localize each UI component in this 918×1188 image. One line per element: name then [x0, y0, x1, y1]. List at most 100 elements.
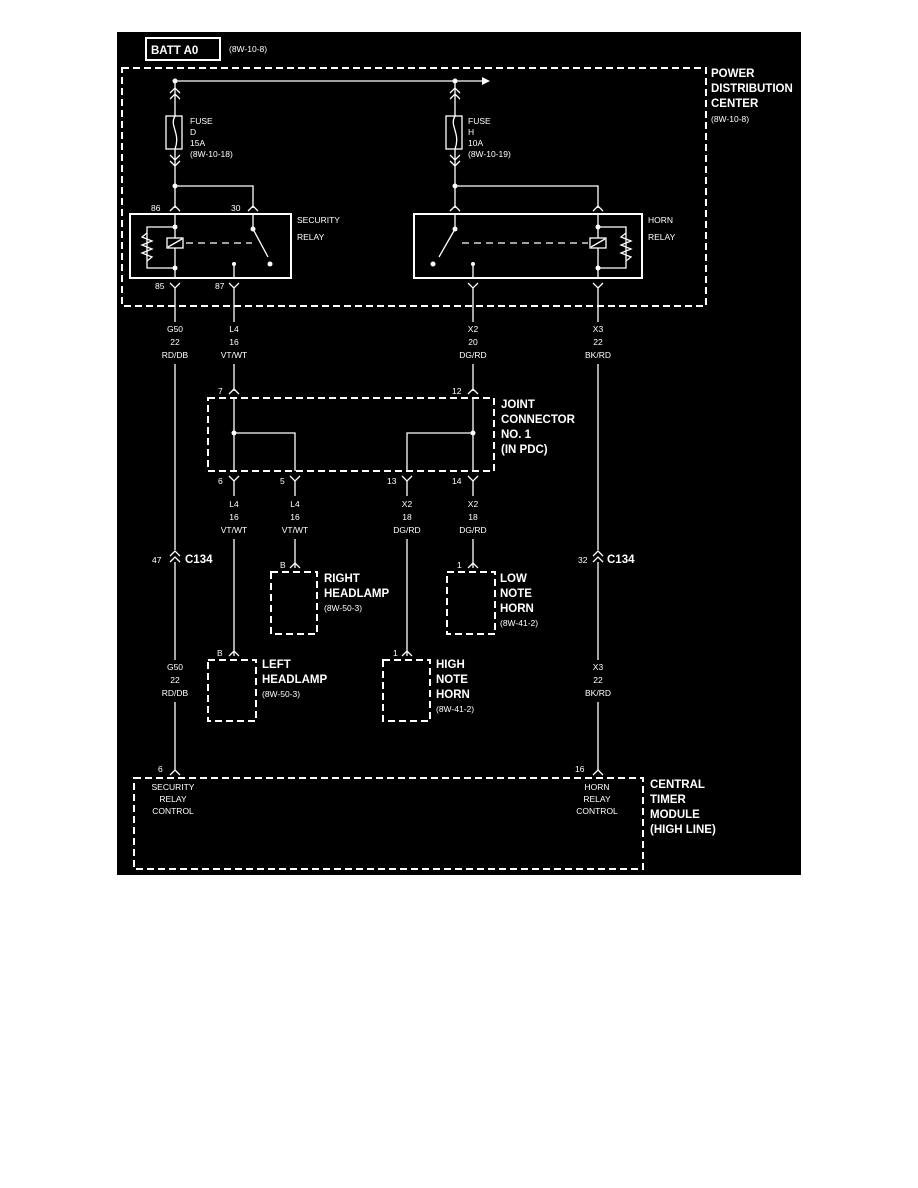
- l4-gauge: 16: [229, 337, 239, 347]
- ctm-l2: TIMER: [650, 794, 686, 806]
- left-headlamp-box: [207, 659, 257, 722]
- batt-ref: (8W-10-8): [229, 44, 267, 54]
- horn-30-term: [449, 205, 461, 212]
- left-headlamp-pin: B: [217, 648, 223, 658]
- right-headlamp-pin: B: [280, 560, 286, 570]
- horn-contact: [430, 261, 436, 267]
- sec-30-term: [247, 205, 259, 212]
- horn-coil-feed: [455, 185, 599, 208]
- x2-circuit: X2: [468, 324, 479, 334]
- sec-pin86: 86: [151, 203, 161, 213]
- joint-connector-outline: [207, 397, 495, 472]
- ctm-sec-l2: RELAY: [159, 794, 187, 804]
- x3-circuit: X3: [593, 324, 604, 334]
- pdc-title-3: CENTER: [711, 98, 759, 110]
- horn-coil-diag: [590, 238, 606, 248]
- g50-low-color: RD/DB: [162, 688, 189, 698]
- left-headlamp-term: [228, 650, 240, 657]
- x2b-color: DG/RD: [459, 525, 486, 535]
- joint-pin7-term: [228, 388, 240, 395]
- joint-pin12: 12: [452, 386, 462, 396]
- pdc-title-2: DISTRIBUTION: [711, 83, 793, 95]
- sec-30-feed: [175, 185, 254, 208]
- l4b-color: VT/WT: [282, 525, 308, 535]
- bus-arrow: [482, 77, 490, 85]
- fuse-h-connector-top: [449, 87, 461, 100]
- fuse-d-element: [172, 115, 178, 150]
- sec-pin30: 30: [231, 203, 241, 213]
- sec-coil-diag: [167, 238, 183, 248]
- fuse-h-element: [452, 115, 458, 150]
- joint-pin7: 7: [218, 386, 223, 396]
- l4b-circuit: L4: [290, 499, 300, 509]
- x2-gauge: 20: [468, 337, 478, 347]
- ctm-horn-l1: HORN: [584, 782, 609, 792]
- high-horn-ref: (8W-41-2): [436, 704, 474, 714]
- x2b-circuit: X2: [468, 499, 479, 509]
- g50-gauge: 22: [170, 337, 180, 347]
- ctm-pin6: 6: [158, 764, 163, 774]
- sec-86-term: [169, 205, 181, 212]
- x3-gauge: 22: [593, 337, 603, 347]
- sec-pin87: 87: [215, 281, 225, 291]
- l4-color: VT/WT: [221, 350, 247, 360]
- c134-right-connector: [592, 550, 604, 563]
- sec-resistor: [140, 232, 154, 262]
- fuse-h-l3: 10A: [468, 138, 483, 148]
- fuse-h-l2: H: [468, 127, 474, 137]
- fuse-h-l1: FUSE: [468, 116, 491, 126]
- high-horn-term: [401, 650, 413, 657]
- horn-relay-box: [413, 213, 643, 279]
- joint-pin5: 5: [280, 476, 285, 486]
- x3-low-circuit: X3: [593, 662, 604, 672]
- fuse-h-l4: (8W-10-19): [468, 149, 511, 159]
- horn-relay-l2: RELAY: [648, 232, 676, 242]
- ctm-l4: (HIGH LINE): [650, 824, 716, 836]
- g50-low-circuit: G50: [167, 662, 183, 672]
- right-headlamp-l2: HEADLAMP: [324, 588, 389, 600]
- x3-low-color: BK/RD: [585, 688, 611, 698]
- pdc-ref: (8W-10-8): [711, 114, 749, 124]
- joint-l4: (IN PDC): [501, 444, 548, 456]
- c134-right-pin: 32: [578, 555, 588, 565]
- right-headlamp-box: [270, 571, 318, 635]
- l4a-circuit: L4: [229, 499, 239, 509]
- left-headlamp-ref: (8W-50-3): [262, 689, 300, 699]
- low-horn-term: [467, 562, 479, 569]
- ctm-horn-l3: CONTROL: [576, 806, 618, 816]
- horn-relay-l1: HORN: [648, 215, 673, 225]
- diagram-background: [117, 32, 801, 875]
- low-horn-box: [446, 571, 496, 635]
- joint-pin12-term: [467, 388, 479, 395]
- pdc-title-1: POWER: [711, 68, 755, 80]
- joint-pin13: 13: [387, 476, 397, 486]
- high-horn-l3: HORN: [436, 689, 470, 701]
- l4a-color: VT/WT: [221, 525, 247, 535]
- ctm-sec-l1: SECURITY: [152, 782, 195, 792]
- high-horn-l2: NOTE: [436, 674, 468, 686]
- left-headlamp-l2: HEADLAMP: [262, 674, 327, 686]
- ctm-l3: MODULE: [650, 809, 700, 821]
- x3-color: BK/RD: [585, 350, 611, 360]
- sec-contact: [267, 261, 273, 267]
- c134-left-name: C134: [185, 554, 213, 566]
- low-horn-l2: NOTE: [500, 588, 532, 600]
- ctm-outline: [133, 777, 644, 870]
- joint-x2-branch: [406, 432, 473, 471]
- joint-pin6: 6: [218, 476, 223, 486]
- ctm-l1: CENTRAL: [650, 779, 705, 791]
- fuse-d-box: [165, 115, 183, 150]
- low-horn-l1: LOW: [500, 573, 527, 585]
- c134-left-pin: 47: [152, 555, 162, 565]
- sec-switch-arm: [252, 228, 269, 258]
- g50-low-gauge: 22: [170, 675, 180, 685]
- low-horn-ref: (8W-41-2): [500, 618, 538, 628]
- low-horn-l3: HORN: [500, 603, 534, 615]
- low-horn-pin: 1: [457, 560, 462, 570]
- fuse-d-l3: 15A: [190, 138, 205, 148]
- fuse-d-l1: FUSE: [190, 116, 213, 126]
- batt-box: [145, 37, 221, 61]
- ctm-pin16-term: [592, 769, 604, 776]
- x2a-gauge: 18: [402, 512, 412, 522]
- joint-l4-branch: [234, 432, 296, 471]
